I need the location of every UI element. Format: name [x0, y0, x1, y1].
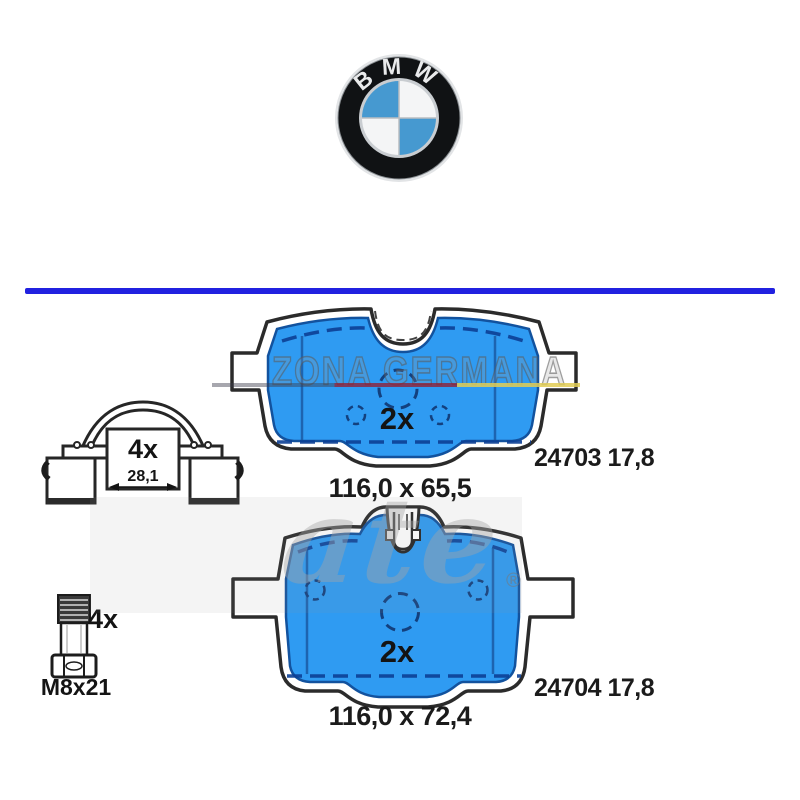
clip-bump — [190, 441, 198, 449]
german-flag-stripe — [212, 383, 580, 387]
pad-top-ref-label: 24703 17,8 — [534, 444, 655, 472]
clip-arch-outer — [80, 400, 206, 449]
roundel-cross-lines — [362, 81, 436, 155]
ate-watermark-backdrop — [90, 497, 522, 613]
pad-top-size-label: 116,0 x 65,5 — [328, 473, 472, 503]
clip-qty-label: 4x — [128, 434, 158, 464]
clip-left-base — [47, 498, 95, 504]
bolt-thread-lines — [60, 599, 88, 621]
fitting-clip-diagram: 4x 28,1 — [41, 400, 244, 505]
pad-top-left-hole — [345, 404, 367, 426]
clip-left-ledge — [61, 444, 109, 460]
pad-bottom-center-hole — [380, 592, 420, 632]
pad-bottom-friction-material — [284, 513, 521, 699]
pad-bottom-chamfer-dashed-top — [297, 538, 509, 554]
clip-bump — [73, 441, 81, 449]
bolt-diagram: 4x M8x21 — [41, 594, 118, 700]
header-divider — [25, 288, 775, 294]
roundel-quadrant-white-tr — [399, 81, 436, 118]
pad-bottom-qty-label: 2x — [380, 634, 415, 669]
pad-bottom-spring-slot — [398, 514, 408, 530]
clip-right-base — [190, 498, 238, 504]
bolt-head-facets — [63, 655, 85, 677]
clip-left-hook — [41, 460, 51, 481]
pad-top-center-hole — [377, 368, 419, 410]
pad-top-chamfer-dashed-top — [281, 326, 525, 343]
bolt-shaft-highlights — [66, 625, 82, 653]
roundel-quadrant-blue-tl — [362, 81, 399, 118]
pad-top-right-hole — [429, 404, 451, 426]
brake-pad-diagram-top: 2x — [230, 307, 578, 468]
zona-germana-watermark: ZONA GERMANA — [271, 348, 568, 394]
roundel-quadrant-blue-br — [399, 118, 436, 155]
pad-top-friction-material — [266, 316, 540, 459]
clip-right-ledge — [176, 444, 224, 460]
clip-center-box — [105, 427, 181, 491]
bolt-spec-label: M8x21 — [41, 674, 112, 700]
pad-bottom-size-label: 116,0 x 72,4 — [328, 701, 472, 731]
clip-dim-arrow-right — [167, 483, 177, 491]
pad-bottom-ref-label: 24704 17,8 — [534, 674, 655, 702]
pad-bottom-left-hole — [304, 579, 326, 601]
roundel-quadrant-white-bl — [362, 118, 399, 155]
brake-pad-diagram-bottom: 2x — [231, 505, 575, 709]
pad-top-qty-label: 2x — [380, 401, 415, 436]
clip-left-block — [45, 456, 97, 505]
clip-bump — [204, 441, 212, 449]
bolt-shaft — [59, 621, 89, 657]
registered-mark: ® — [506, 570, 521, 592]
pad-top-notch-dashed-arc — [374, 310, 432, 342]
clip-bump — [87, 441, 95, 449]
bolt-head-marking — [65, 661, 83, 671]
pad-bottom-spring-hooks — [385, 529, 421, 541]
bolt-qty-label: 4x — [88, 604, 118, 634]
clip-arch-inner — [89, 408, 197, 449]
pad-bottom-chamfer-lines — [305, 548, 495, 674]
pad-top-chamfer-lines — [300, 336, 497, 440]
pad-bottom-right-hole — [467, 579, 489, 601]
clip-width-label: 28,1 — [127, 468, 158, 485]
bolt-thread-section — [57, 594, 91, 624]
ate-watermark: ate — [275, 471, 509, 610]
bmw-logo-icon: BMW — [335, 52, 463, 182]
clip-dim-arrow-left — [109, 483, 119, 491]
clip-right-hook — [234, 460, 244, 481]
